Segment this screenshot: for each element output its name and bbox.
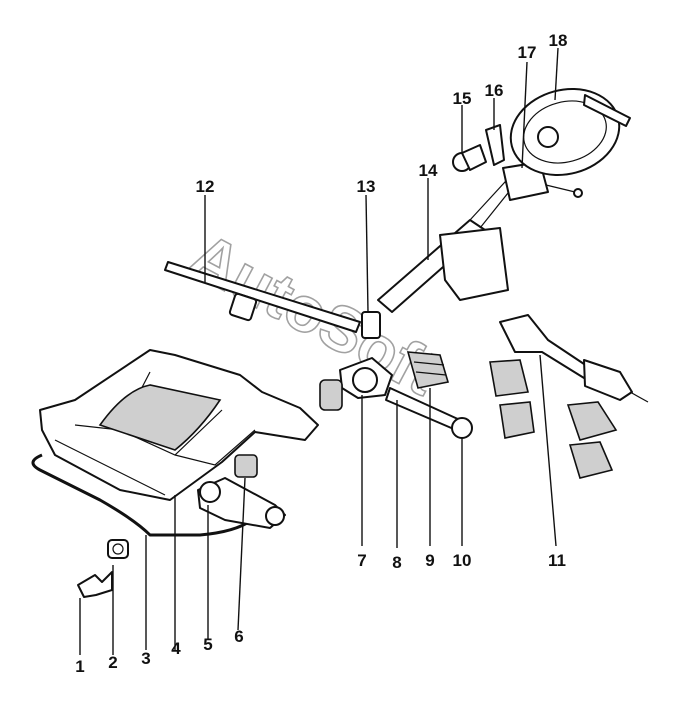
callout-7: 7 xyxy=(357,551,366,570)
callout-12: 12 xyxy=(196,177,215,196)
universal-joint xyxy=(361,311,381,339)
callout-5: 5 xyxy=(203,635,212,654)
callout-11: 11 xyxy=(548,551,566,570)
callout-3: 3 xyxy=(141,649,150,668)
ball-joint xyxy=(234,454,258,478)
callout-18: 18 xyxy=(549,31,568,50)
subframe xyxy=(39,349,319,501)
ignition-switch xyxy=(452,144,487,172)
callout-8: 8 xyxy=(392,553,401,572)
callout-2: 2 xyxy=(108,653,117,672)
steering-gear-housing xyxy=(339,357,473,439)
stabilizer-bushing xyxy=(107,539,129,559)
stabilizer-bracket xyxy=(77,571,113,598)
steering-boot xyxy=(406,351,450,389)
rubber-mount xyxy=(319,379,343,411)
callout-10: 10 xyxy=(453,551,472,570)
steering-wheel xyxy=(509,88,631,176)
callout-numbers: 1 2 3 4 5 6 7 8 9 10 11 12 13 14 15 16 1… xyxy=(75,31,567,676)
callout-15: 15 xyxy=(453,89,472,108)
callout-1: 1 xyxy=(75,657,84,676)
callout-13: 13 xyxy=(357,177,376,196)
lever-switch xyxy=(485,124,505,166)
callout-6: 6 xyxy=(234,627,243,646)
callout-16: 16 xyxy=(485,81,504,100)
callout-9: 9 xyxy=(425,551,434,570)
callout-17: 17 xyxy=(518,43,537,62)
callout-14: 14 xyxy=(419,161,438,180)
lower-control-arm xyxy=(197,477,286,529)
leader-lines xyxy=(79,47,559,655)
drive-shaft xyxy=(499,314,649,403)
stabilizer-bar xyxy=(31,453,253,537)
steering-column xyxy=(377,181,513,313)
steering-shaft xyxy=(164,261,361,333)
cv-joint-boot-set xyxy=(489,359,618,479)
callout-4: 4 xyxy=(171,639,181,658)
